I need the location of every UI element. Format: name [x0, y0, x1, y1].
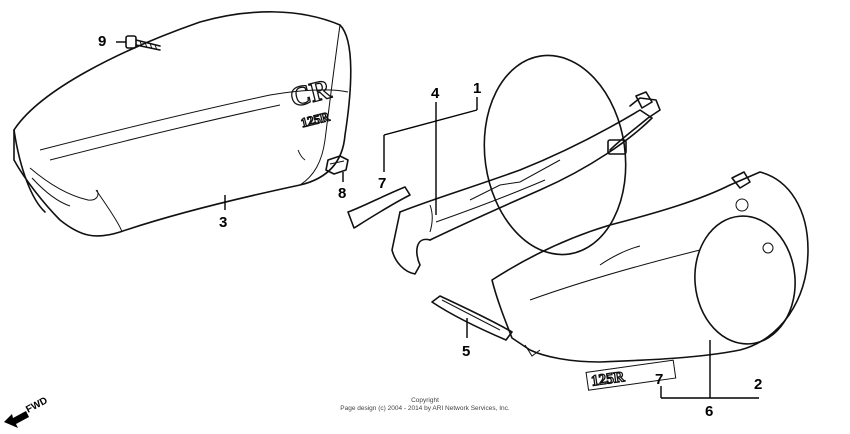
bolt-part-9	[125, 35, 161, 51]
fwd-label: FWD	[24, 395, 49, 415]
callout-5: 5	[462, 343, 470, 360]
bolt-part-8	[325, 155, 349, 175]
seat-cr-logo: CR 125R	[287, 73, 336, 131]
callout-7-right: 7	[655, 371, 663, 388]
callout-4: 4	[431, 85, 440, 102]
side-cover-decal-text: 125R	[590, 369, 625, 390]
fwd-indicator: FWD	[4, 395, 50, 428]
callout-1: 1	[473, 80, 481, 97]
decal-part-7-right: 125R	[585, 359, 677, 391]
callout-2: 2	[754, 376, 762, 393]
callout-9: 9	[98, 33, 106, 50]
callout-8: 8	[338, 185, 346, 202]
side-cover-part-1	[391, 54, 661, 275]
leader-lines	[116, 41, 759, 399]
callout-numbers: 9 3 8 7 4 1 5 7 6 2	[98, 33, 762, 420]
copyright-line-1: Copyright	[411, 397, 439, 404]
fwd-arrow-icon	[4, 411, 29, 428]
copyright-line-2: Page design (c) 2004 - 2014 by ARI Netwo…	[340, 405, 510, 412]
side-cover-part-2	[491, 171, 809, 363]
seat-logo-cr-text: CR	[287, 74, 334, 114]
bracket-part-5	[431, 295, 513, 341]
copyright-notice: Copyright Page design (c) 2004 - 2014 by…	[340, 397, 510, 412]
seat-part-3	[13, 11, 352, 237]
callout-7-left: 7	[378, 175, 386, 192]
grommet-part-7-left	[347, 186, 411, 229]
callout-3: 3	[219, 214, 227, 231]
callout-6: 6	[705, 403, 713, 420]
